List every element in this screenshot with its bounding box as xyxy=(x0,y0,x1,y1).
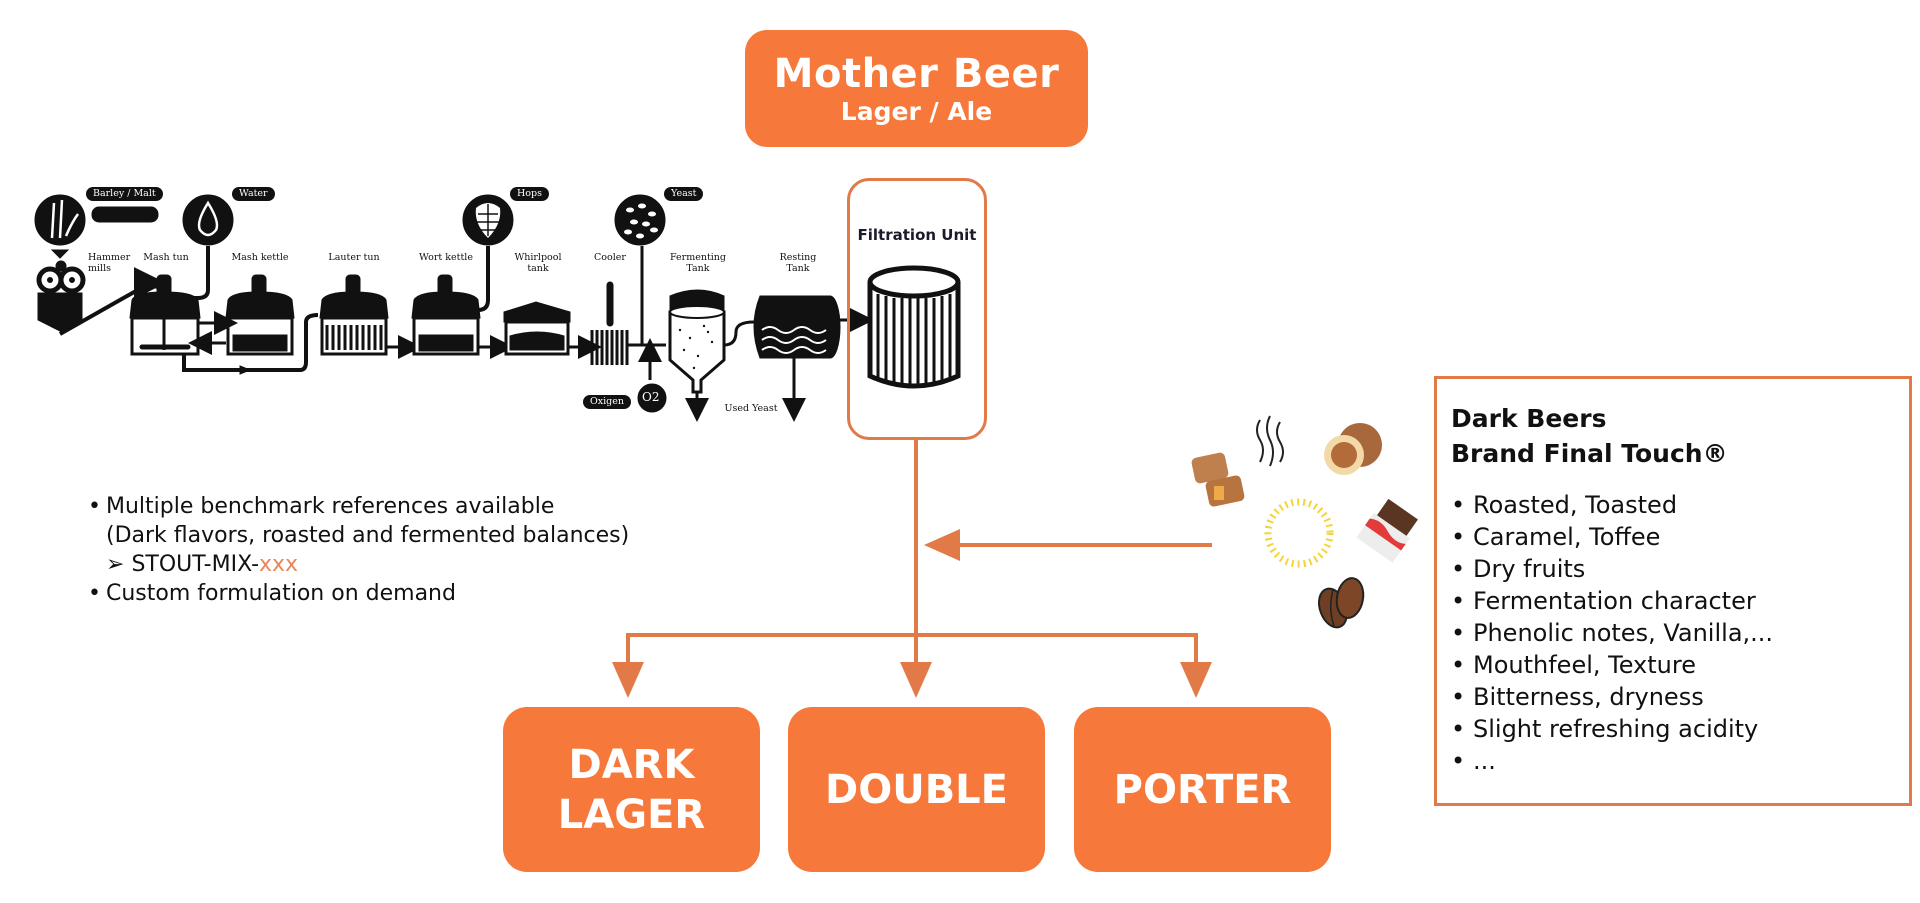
walnut-icon xyxy=(1324,423,1382,475)
flow-connectors xyxy=(612,440,1212,698)
filtration-unit-title: Filtration Unit xyxy=(857,226,977,244)
coffee-beans-icon xyxy=(1317,577,1365,629)
aroma-smoke-icon xyxy=(1256,415,1284,467)
list-item: Roasted, Toasted xyxy=(1451,489,1773,521)
whirlpool-tank-icon xyxy=(503,301,571,356)
barley-icon xyxy=(34,194,86,246)
stage-label-hammer-mills: Hammer mills xyxy=(88,252,131,274)
stout-mix-suffix: xxx xyxy=(259,552,299,577)
note-benchmark-detail: (Dark flavors, roasted and fermented bal… xyxy=(106,523,630,548)
note-benchmark: Multiple benchmark references available xyxy=(106,494,555,519)
list-item: Caramel, Toffee xyxy=(1451,521,1773,553)
input-label-hops: Hops xyxy=(510,187,549,201)
input-label-oxigen: Oxigen xyxy=(583,395,632,409)
brewing-process-graphic xyxy=(34,194,961,422)
final-touch-list: Roasted, Toasted Caramel, Toffee Dry fru… xyxy=(1451,489,1773,777)
stage-label-lauter-tun: Lauter tun xyxy=(328,252,380,263)
mother-beer-title: Mother Beer xyxy=(773,50,1060,97)
mash-kettle-icon xyxy=(225,274,295,356)
resting-tank-icon xyxy=(753,295,841,359)
mother-beer-subtitle: Lager / Ale xyxy=(840,96,993,126)
hammer-mill-icon xyxy=(36,260,86,333)
stage-label-fermenting-tank: Fermenting Tank xyxy=(669,252,727,274)
beer-box-double: DOUBLE xyxy=(788,707,1045,872)
list-item: Mouthfeel, Texture xyxy=(1451,649,1773,681)
benchmark-notes: •Multiple benchmark references available… xyxy=(88,494,630,606)
stage-label-cooler: Cooler xyxy=(594,252,626,263)
list-item: Dry fruits xyxy=(1451,553,1773,585)
wort-kettle-icon xyxy=(411,274,481,356)
cooler-icon xyxy=(590,281,629,365)
used-yeast-label: Used Yeast xyxy=(724,403,778,414)
list-item: Bitterness, dryness xyxy=(1451,681,1773,713)
input-label-yeast: Yeast xyxy=(664,187,704,201)
list-item: Slight refreshing acidity xyxy=(1451,713,1773,745)
sparkle-ring-icon xyxy=(1264,498,1334,568)
water-drop-icon xyxy=(182,194,234,246)
oxygen-icon xyxy=(637,383,667,413)
fermenting-tank-icon xyxy=(668,289,726,394)
oxygen-symbol: O2 xyxy=(642,390,660,404)
beer-label-line1: DARK xyxy=(568,741,695,788)
stage-label-whirlpool-tank: Whirlpool tank xyxy=(514,252,562,274)
beer-box-dark-lager: DARK LAGER xyxy=(503,707,760,872)
mother-beer-box: Mother Beer Lager / Ale xyxy=(745,30,1088,147)
caramel-icon xyxy=(1191,452,1245,507)
barley-sublabel-bar xyxy=(91,206,159,223)
mash-tun-icon xyxy=(129,274,201,356)
note-custom: Custom formulation on demand xyxy=(106,581,456,606)
list-item: ... xyxy=(1451,745,1773,777)
list-item: Fermentation character xyxy=(1451,585,1773,617)
stage-label-mash-kettle: Mash kettle xyxy=(231,252,289,263)
filter-cartridge-icon xyxy=(867,265,961,389)
feed-arrow-icon xyxy=(50,249,70,259)
final-touch-box: Dark Beers Brand Final Touch® Roasted, T… xyxy=(1434,376,1912,806)
arrow-bullet-icon: ➢ xyxy=(106,552,132,577)
beer-label: DOUBLE xyxy=(825,766,1008,813)
stage-label-resting-tank: Resting Tank xyxy=(779,252,817,274)
list-item: Phenolic notes, Vanilla,... xyxy=(1451,617,1773,649)
stage-label-wort-kettle: Wort kettle xyxy=(419,252,473,263)
hops-icon xyxy=(462,194,514,246)
final-touch-title-line1: Dark Beers xyxy=(1451,404,1607,433)
stout-mix-prefix: STOUT-MIX- xyxy=(131,552,260,577)
filtration-unit-box: Filtration Unit xyxy=(847,178,987,440)
chocolate-bar-icon xyxy=(1356,498,1418,563)
input-label-water: Water xyxy=(232,187,275,201)
beer-box-porter: PORTER xyxy=(1074,707,1331,872)
stage-label-mash-tun: Mash tun xyxy=(143,252,189,263)
lauter-tun-icon xyxy=(319,274,389,356)
yeast-icon xyxy=(614,194,666,246)
beer-label-line2: LAGER xyxy=(557,791,706,838)
input-label-barley-malt: Barley / Malt xyxy=(86,187,163,201)
final-touch-title-line2: Brand Final Touch® xyxy=(1451,439,1728,468)
beer-label: PORTER xyxy=(1113,766,1292,813)
